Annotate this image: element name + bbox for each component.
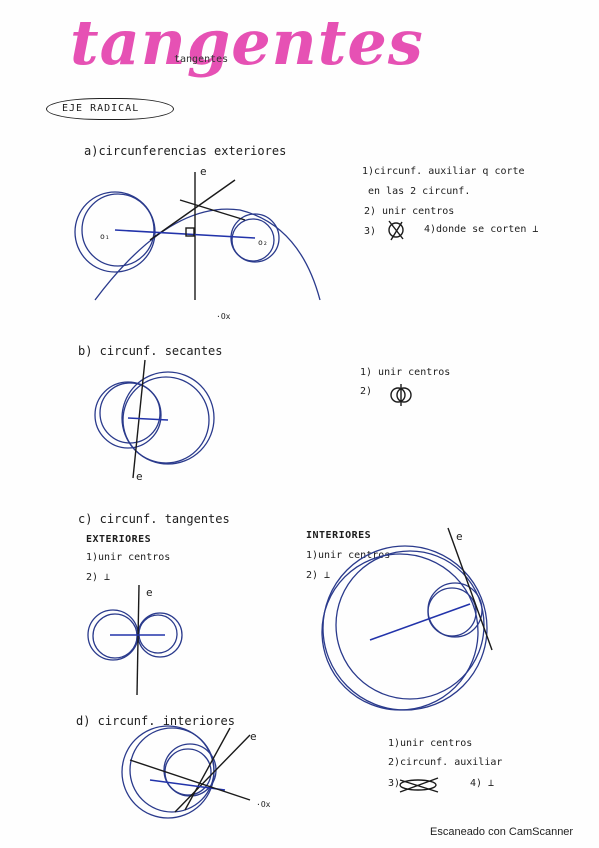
diagram-c-ext	[87, 584, 183, 696]
section-d-note-2: 2)circunf. auxiliar	[388, 757, 503, 768]
icon-circles-b	[390, 384, 412, 406]
radical-axis-c-int	[447, 527, 493, 651]
circle-a-large-2	[81, 193, 155, 267]
section-a-note-3: 2) unir centros	[364, 206, 455, 217]
circle-c-int-small-2	[427, 587, 477, 637]
chord-a-2	[179, 199, 246, 221]
section-c-int-note-1: 1)unir centros	[306, 550, 391, 561]
aux-line-d	[129, 759, 251, 801]
section-d-note-1: 1)unir centros	[388, 738, 473, 749]
page-subtitle: tangentes	[174, 54, 229, 65]
perp-mark-a	[185, 227, 195, 237]
section-c-interiores-caption: INTERIORES	[306, 530, 372, 541]
section-c-ext-e-label: e	[146, 586, 153, 599]
section-a-e-label: e	[200, 165, 207, 178]
circle-c-right-2	[138, 614, 178, 654]
centers-line-d	[149, 779, 226, 791]
diagram-c-int	[321, 527, 493, 711]
section-c-int-e-label: e	[456, 530, 463, 543]
section-a-heading: a)circunferencias exteriores	[84, 144, 287, 158]
circle-b-small	[94, 381, 162, 449]
section-b-e-label: e	[136, 470, 143, 483]
section-c-heading: c) circunf. tangentes	[78, 512, 230, 526]
eje-radical-label: EJE RADICAL	[62, 103, 140, 114]
section-a-note-1: 1)circunf. auxiliar q corte	[362, 166, 525, 177]
circle-b-large-2	[122, 376, 210, 464]
circle-d-small-2	[164, 748, 212, 796]
section-c-ext-note-2: 2) ⊥	[86, 572, 111, 583]
diagram-a	[74, 172, 321, 301]
section-b-note-1: 1) unir centros	[360, 367, 451, 378]
circle-c-int-big-3	[335, 550, 485, 700]
centers-line-a	[114, 229, 256, 239]
section-a-note-4: 3)	[364, 226, 377, 237]
circle-a-small	[230, 213, 280, 263]
circle-b-large	[121, 371, 215, 465]
section-a-o1-label: o₁	[100, 232, 110, 241]
tangent-d	[184, 727, 231, 811]
circle-c-int-big-2	[321, 553, 479, 711]
section-d-note-4: 4) ⊥	[470, 778, 495, 789]
page-title: tangentes	[70, 6, 424, 79]
section-d-ox-label: ·Ox	[256, 800, 271, 809]
icon-cross-d	[399, 777, 439, 793]
section-b-heading: b) circunf. secantes	[78, 344, 223, 358]
section-d-heading: d) circunf. interiores	[76, 714, 235, 728]
section-b-note-2: 2)	[360, 386, 373, 397]
icon-circles-a	[388, 220, 404, 241]
section-c-ext-note-1: 1)unir centros	[86, 552, 171, 563]
camscanner-footer: Escaneado con CamScanner	[430, 826, 574, 838]
centers-line-c-int	[369, 603, 471, 641]
circle-c-left-2	[92, 613, 138, 659]
circle-a-small-2	[231, 218, 275, 262]
section-a-o2-label: o₂	[258, 238, 268, 247]
section-d-e-label: e	[250, 730, 257, 743]
radical-axis-c-ext	[136, 584, 140, 696]
chord-a-1	[149, 179, 236, 241]
section-c-int-note-2: 2) ⊥	[306, 570, 331, 581]
diagram-d	[121, 725, 251, 819]
diagram-b	[94, 359, 215, 479]
radical-axis-d	[174, 734, 251, 813]
section-a-note-5: 4)donde se corten ⊥	[424, 224, 539, 235]
section-c-exteriores-caption: EXTERIORES	[86, 534, 152, 545]
section-a-ox-label: ·Ox	[216, 312, 231, 321]
eje-radical-box	[46, 98, 174, 120]
circle-d-big-2	[129, 727, 215, 813]
section-a-note-2: en las 2 circunf.	[368, 186, 471, 197]
aux-arc-a	[94, 208, 321, 301]
section-d-note-3: 3)	[388, 778, 401, 789]
centers-line-b	[127, 417, 169, 421]
